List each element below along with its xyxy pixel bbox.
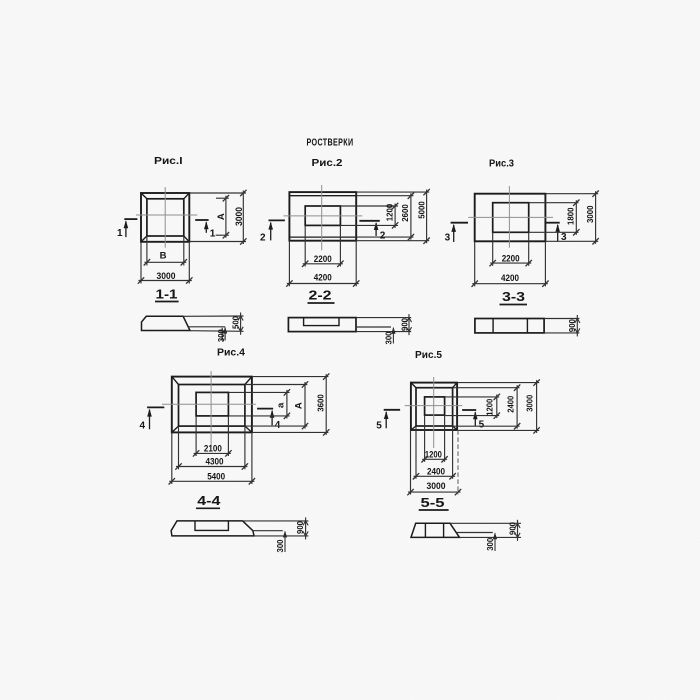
svg-text:300: 300 xyxy=(217,329,226,343)
svg-text:2: 2 xyxy=(260,233,266,244)
svg-text:3600: 3600 xyxy=(316,394,325,412)
svg-text:4: 4 xyxy=(275,420,281,431)
svg-text:4200: 4200 xyxy=(501,273,519,283)
svg-text:900: 900 xyxy=(400,317,409,331)
svg-text:а: а xyxy=(276,402,287,408)
svg-text:Рис.I: Рис.I xyxy=(154,156,183,167)
svg-text:2400: 2400 xyxy=(427,466,445,476)
svg-text:А: А xyxy=(293,402,304,409)
svg-text:1200: 1200 xyxy=(385,203,394,221)
svg-text:900: 900 xyxy=(568,319,577,333)
svg-text:300: 300 xyxy=(385,331,394,345)
svg-text:1-1: 1-1 xyxy=(156,287,178,302)
svg-text:В: В xyxy=(160,251,167,262)
svg-text:4: 4 xyxy=(140,421,146,432)
svg-text:300: 300 xyxy=(276,539,285,553)
svg-text:2400: 2400 xyxy=(507,395,516,412)
svg-text:5000: 5000 xyxy=(418,201,427,219)
svg-text:2-2: 2-2 xyxy=(309,288,332,303)
svg-text:1200: 1200 xyxy=(425,450,442,460)
svg-text:5: 5 xyxy=(376,421,382,432)
svg-text:РОСТВЕРКИ: РОСТВЕРКИ xyxy=(307,138,354,149)
svg-text:2600: 2600 xyxy=(401,204,410,222)
svg-text:Рис.5: Рис.5 xyxy=(415,350,442,361)
svg-text:Рис.2: Рис.2 xyxy=(312,158,344,169)
svg-text:5-5: 5-5 xyxy=(421,495,445,510)
svg-text:3-3: 3-3 xyxy=(502,289,525,304)
svg-text:4-4: 4-4 xyxy=(197,493,221,508)
svg-text:900: 900 xyxy=(296,520,305,534)
svg-text:300: 300 xyxy=(486,537,495,551)
svg-text:3000: 3000 xyxy=(234,207,244,226)
svg-text:3000: 3000 xyxy=(157,271,176,281)
svg-text:2200: 2200 xyxy=(502,253,520,263)
svg-text:3: 3 xyxy=(445,233,451,244)
svg-text:3000: 3000 xyxy=(427,481,446,491)
svg-text:2200: 2200 xyxy=(314,254,332,264)
svg-text:2: 2 xyxy=(380,231,386,242)
svg-text:3000: 3000 xyxy=(586,205,595,223)
svg-text:Рис.4: Рис.4 xyxy=(217,348,245,359)
svg-text:1800: 1800 xyxy=(567,207,576,225)
svg-text:А: А xyxy=(216,213,227,220)
svg-text:1200: 1200 xyxy=(486,398,495,415)
svg-text:900: 900 xyxy=(509,521,518,535)
svg-text:2100: 2100 xyxy=(204,444,222,454)
svg-text:3000: 3000 xyxy=(525,394,534,411)
svg-text:500: 500 xyxy=(232,315,241,329)
svg-text:4300: 4300 xyxy=(206,457,224,467)
svg-text:1: 1 xyxy=(210,229,216,240)
svg-text:3: 3 xyxy=(561,232,567,243)
svg-text:5400: 5400 xyxy=(207,472,225,482)
svg-text:Рис.3: Рис.3 xyxy=(489,159,514,170)
svg-text:1: 1 xyxy=(117,228,123,239)
svg-text:4200: 4200 xyxy=(314,273,332,283)
svg-text:5: 5 xyxy=(479,420,485,431)
